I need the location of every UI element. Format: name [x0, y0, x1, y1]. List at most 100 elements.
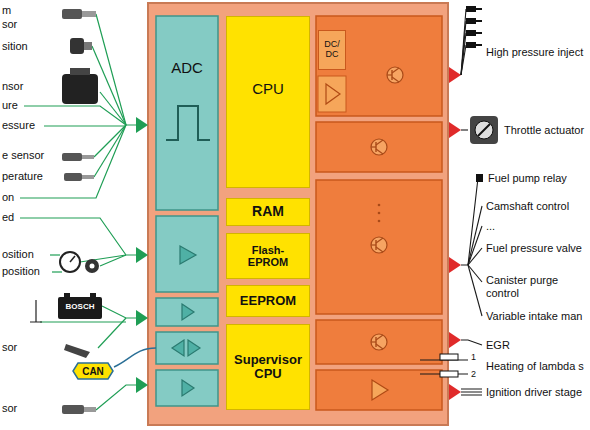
label-text: ed: [2, 211, 14, 224]
pulse-symbol: [166, 106, 210, 140]
label-text: ure: [2, 99, 18, 112]
gear-icon: [85, 259, 99, 273]
sensor-icon: [62, 153, 82, 161]
ecu-housing: [148, 3, 448, 425]
label-text: essure: [2, 119, 35, 132]
label-text: Fuel pressure valve: [486, 242, 582, 255]
ellipsis-dot: [378, 220, 381, 223]
sensor-wire: [20, 125, 126, 198]
sensor-wire: [24, 106, 126, 125]
label-text: 1: [471, 352, 476, 363]
actuator-wire: [461, 45, 466, 75]
output-arrow: [449, 67, 461, 83]
label-text: osition: [2, 248, 34, 261]
sensor-icon: [70, 38, 84, 54]
output-stage: [318, 76, 346, 112]
actuator-wire: [468, 226, 482, 265]
memory-box: RAM: [226, 198, 310, 226]
can-transceiver: [156, 332, 218, 364]
air-mass-meter-icon: [62, 74, 98, 104]
actuator-wire: [461, 340, 482, 345]
sensor-icons: [58, 9, 102, 414]
label-text: ...: [486, 220, 495, 233]
throttle-icon: [470, 116, 498, 144]
sensor-icon: [82, 11, 96, 17]
label-text: Variable intake man: [486, 310, 582, 323]
sensor-wire: [100, 255, 126, 266]
adc-box: ADC: [156, 16, 218, 210]
node-text: DC/ DC: [320, 40, 344, 60]
label-text: sition: [2, 40, 28, 53]
node-text: CAN: [82, 366, 104, 377]
transistor-symbol: [371, 334, 387, 350]
output-arrow: [449, 384, 461, 400]
label-text: EGR: [486, 339, 510, 352]
actuator-wire: [461, 129, 468, 130]
amplifier-symbol: [182, 304, 194, 320]
sensor-wire: [98, 318, 126, 348]
air-mass-meter-icon: [70, 68, 90, 75]
amplifier-symbol: [188, 340, 200, 356]
input-amplifier: [156, 370, 218, 406]
output-arrow: [449, 122, 461, 138]
input-amplifier: [156, 298, 218, 326]
injector-icon: [476, 8, 482, 10]
label-text: m: [2, 4, 11, 17]
battery-icon: [64, 293, 70, 297]
output-stage: [316, 180, 442, 314]
injector-icon: [476, 20, 482, 22]
resistor-symbol: [440, 371, 458, 377]
transistor-symbol: [371, 139, 387, 155]
label-text: Fuel pump relay: [488, 172, 567, 185]
sensor-icon: [82, 155, 94, 159]
node-text: Supervisor CPU: [228, 353, 308, 382]
hexagon-outline: [73, 363, 113, 379]
label-text: Throttle actuator: [504, 124, 584, 137]
actuator-wires: [420, 9, 482, 395]
output-stage: [316, 16, 442, 116]
memory-box: Flash- EPROM: [226, 233, 310, 279]
supervisor-cpu-box: Supervisor CPU: [226, 324, 310, 410]
sensor-wire: [94, 125, 126, 157]
sensor-wires: [20, 14, 136, 410]
label-text: nsor: [2, 80, 23, 93]
transistor-symbol: [387, 67, 403, 83]
label-text: e sensor: [2, 149, 44, 162]
output-arrow: [449, 257, 461, 273]
sensor-wire: [94, 125, 126, 177]
sensor-icon: [84, 42, 92, 50]
node-text: Flash- EPROM: [242, 244, 294, 268]
actuator-wire: [461, 9, 466, 75]
sensor-wire: [96, 385, 136, 410]
sensor-icon: [82, 175, 94, 179]
label-text: BOSCH: [66, 302, 95, 312]
actuator-wire: [468, 265, 482, 316]
cpu-box: CPU: [226, 16, 310, 188]
sensor-wire: [102, 306, 136, 318]
label-text: perature: [2, 170, 43, 183]
label-text: on: [2, 191, 14, 204]
label-text: Canister purge control: [486, 274, 570, 300]
amplifier-symbol: [182, 380, 194, 396]
injector-icon: [466, 30, 476, 36]
gauge-icon: [60, 252, 80, 272]
ellipsis-dot: [378, 212, 381, 215]
actuator-wire: [468, 248, 482, 265]
input-arrow: [136, 247, 148, 263]
input-arrow: [136, 310, 148, 326]
actuator-wire: [468, 206, 482, 265]
sensor-icon: [62, 9, 82, 19]
actuator-wire: [461, 389, 482, 395]
can-bus-hexagon: CAN: [72, 362, 114, 380]
battery-icon: [90, 293, 96, 297]
relay-icon: [476, 174, 483, 182]
gear-icon: [90, 264, 95, 269]
amplifier-symbol: [172, 340, 184, 356]
label-text: sor: [2, 18, 17, 31]
actuator-wire: [461, 21, 466, 75]
output-stage: [316, 320, 442, 364]
dcdc-box: DC/ DC: [318, 30, 346, 70]
output-stage: [316, 122, 442, 172]
injector-icon: [466, 6, 476, 12]
